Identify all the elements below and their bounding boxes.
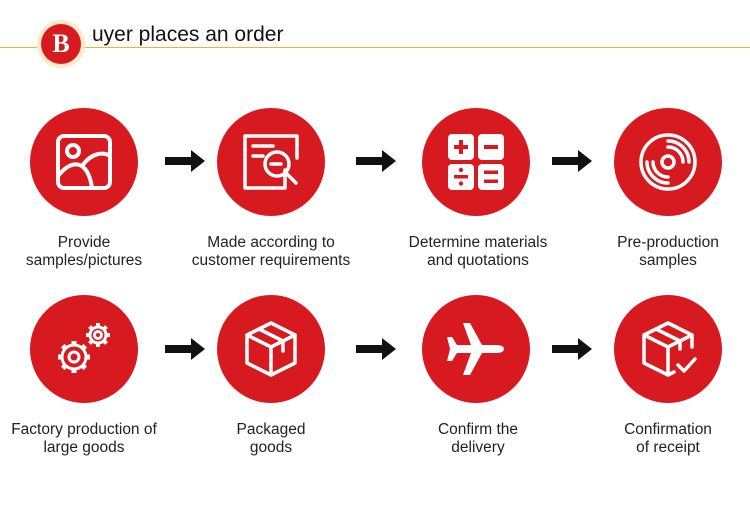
logo-badge-inner: B [41, 24, 81, 64]
header: B uyer places an order [0, 0, 750, 70]
step-1-label-line1: Provide [57, 234, 111, 251]
step-6-label-line1: Packaged [236, 421, 306, 438]
disc-icon [639, 133, 697, 191]
calculator-icon [448, 134, 504, 190]
step-7-label: Confirm the delivery [383, 421, 573, 457]
arrow-right-icon [356, 150, 396, 172]
step-8-label: Confirmation of receipt [573, 421, 750, 457]
step-2-label-line1: Made according to [207, 234, 335, 251]
step-5-label-line2: large goods [43, 439, 125, 456]
step-1-label: Provide samples/pictures [0, 234, 179, 270]
step-2-circle [217, 108, 325, 216]
step-7-circle [422, 295, 530, 403]
step-8-label-line2: of receipt [636, 439, 700, 456]
header-divider [0, 47, 750, 48]
step-1-label-line2: samples/pictures [25, 252, 143, 269]
logo-letter: B [52, 29, 70, 58]
step-8-circle [614, 295, 722, 403]
step-2-label: Made according to customer requirements [176, 234, 366, 270]
step-7-label-line2: delivery [451, 439, 505, 456]
step-6-label: Packaged goods [176, 421, 366, 457]
page-title: uyer places an order [92, 23, 284, 46]
step-5-label: Factory production of large goods [0, 421, 179, 457]
arrow-right-icon [552, 150, 592, 172]
gears-icon [58, 323, 110, 373]
image-icon [56, 134, 112, 190]
step-5-label-line1: Factory production of [11, 421, 157, 438]
step-2-label-line2: customer requirements [191, 252, 351, 269]
step-6-label-line2: goods [249, 439, 293, 456]
arrow-right-icon [356, 338, 396, 360]
step-6-circle [217, 295, 325, 403]
step-5-circle [30, 295, 138, 403]
step-4-label-line1: Pre-production [617, 234, 719, 251]
step-7-label-line1: Confirm the [437, 421, 519, 438]
box-icon [245, 321, 297, 377]
step-3-label-line1: Determine materials [408, 234, 548, 251]
step-3-label-line2: and quotations [427, 252, 529, 269]
step-3-label: Determine materials and quotations [383, 234, 573, 270]
step-4-label: Pre-production samples [573, 234, 750, 270]
logo-badge: B [37, 20, 85, 68]
arrow-right-icon [165, 338, 205, 360]
step-1-circle [30, 108, 138, 216]
step-3-circle [422, 108, 530, 216]
arrow-right-icon [552, 338, 592, 360]
document-search-icon [243, 134, 299, 190]
step-4-circle [614, 108, 722, 216]
box-check-icon [642, 321, 697, 377]
arrow-right-icon [165, 150, 205, 172]
step-8-label-line1: Confirmation [624, 421, 712, 438]
step-4-label-line2: samples [639, 252, 697, 269]
airplane-icon [447, 323, 504, 375]
